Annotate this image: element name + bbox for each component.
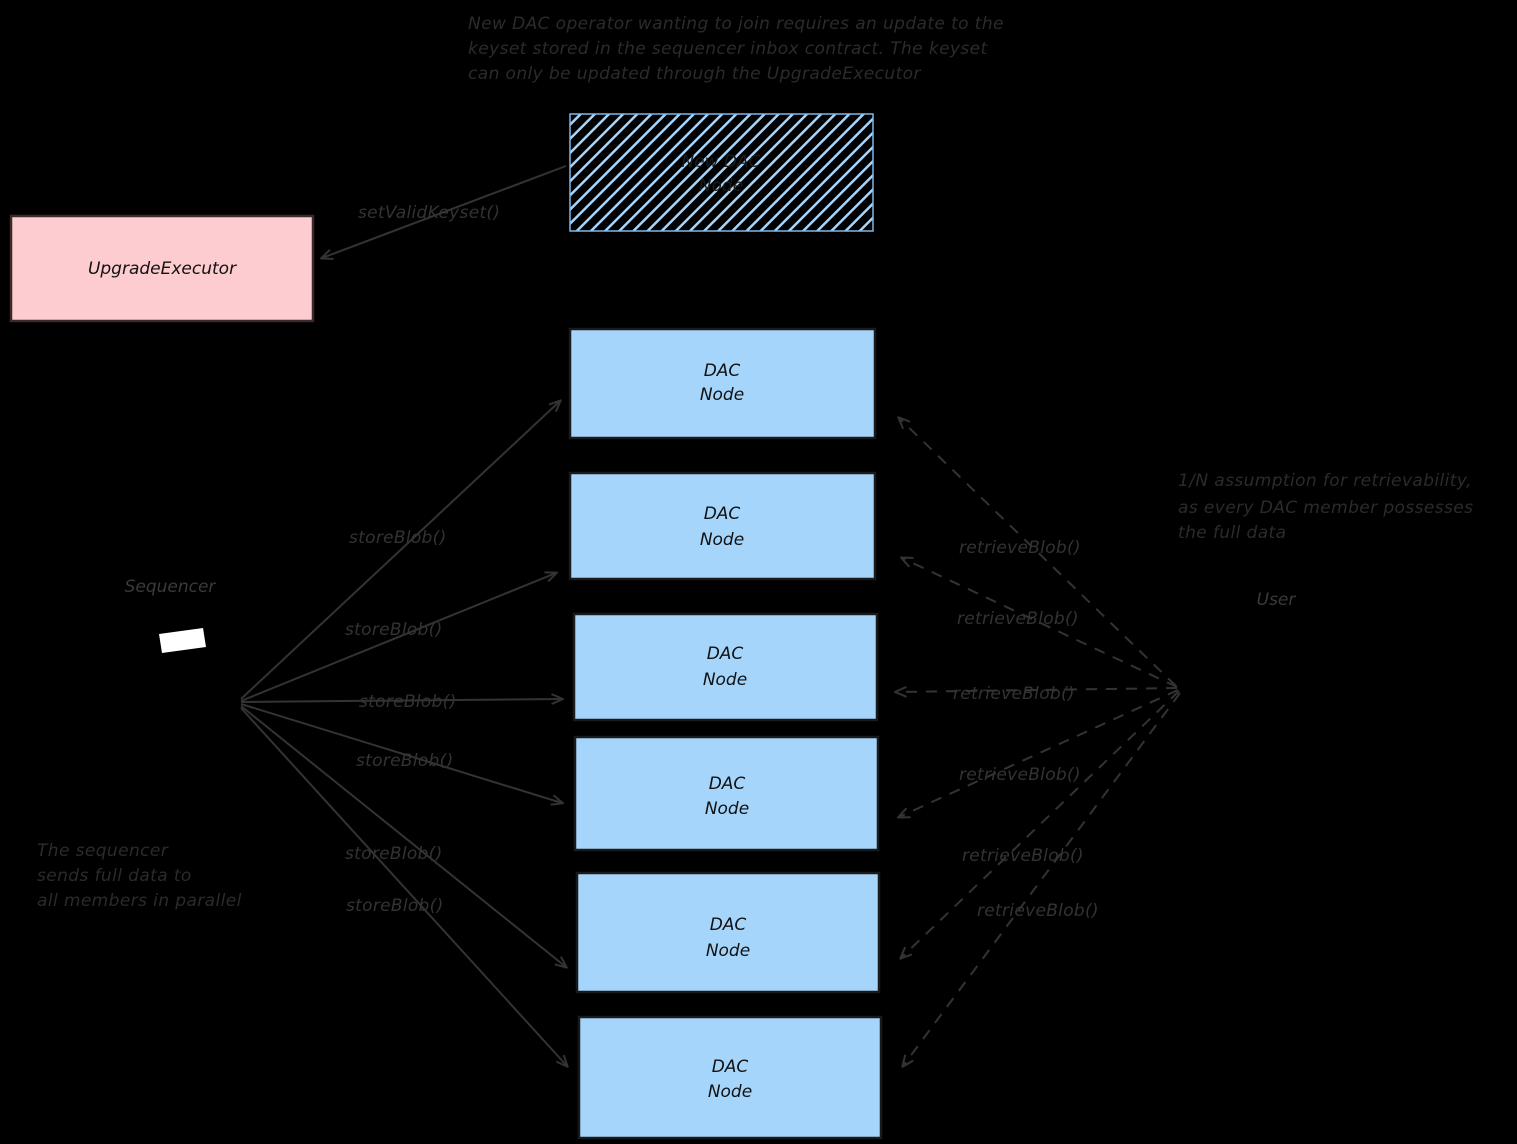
top-note-line-2: keyset stored in the sequencer inbox con… bbox=[468, 39, 989, 59]
edge-retrieve-blob-2: retrieveBlob() bbox=[902, 558, 1178, 688]
new-dac-node-rect bbox=[569, 113, 874, 232]
dac-node-6-rect bbox=[577, 1015, 883, 1140]
dac-node-2-rect bbox=[568, 471, 877, 581]
edge-retrieve-blob-4: retrieveBlob() bbox=[899, 689, 1179, 817]
user-label: User bbox=[1257, 590, 1297, 610]
retrieve-blob-1-line bbox=[899, 418, 1177, 687]
dac-node-4-rect bbox=[573, 735, 880, 852]
edge-store-blob-3: storeBlob() bbox=[240, 692, 562, 712]
set-valid-keyset-label: setValidKeyset() bbox=[358, 203, 500, 223]
retrieve-blob-5-label: retrieveBlob() bbox=[962, 846, 1084, 866]
retrieve-blob-3-line bbox=[896, 688, 1178, 692]
right-note-line-1: 1/N assumption for retrievability, bbox=[1178, 471, 1472, 491]
store-blob-3-label: storeBlob() bbox=[359, 692, 457, 712]
store-blob-1-label: storeBlob() bbox=[349, 528, 447, 548]
dac-node-1-label-line-1: DAC bbox=[704, 361, 741, 381]
edge-store-blob-4: storeBlob() bbox=[240, 703, 562, 803]
store-blob-6-line bbox=[240, 707, 567, 1066]
dac-node-4-label-line-1: DAC bbox=[709, 774, 746, 794]
user-actor[interactable]: User bbox=[1257, 590, 1297, 610]
top-note-line-1: New DAC operator wanting to join require… bbox=[468, 14, 1004, 34]
edge-set-valid-keyset: setValidKeyset() bbox=[322, 165, 567, 258]
sequencer-icon bbox=[159, 628, 206, 653]
dac-node-3-rect bbox=[572, 612, 879, 722]
store-blob-2-line bbox=[240, 573, 556, 702]
dac-node-5-label-line-1: DAC bbox=[710, 915, 747, 935]
retrieve-blob-2-line bbox=[902, 558, 1178, 688]
edge-retrieve-blob-1: retrieveBlob() bbox=[899, 418, 1177, 687]
dac-node-5-label-line-2: Node bbox=[706, 941, 750, 961]
dac-node-5[interactable]: DAC Node bbox=[575, 871, 881, 994]
upgrade-executor-rect bbox=[9, 214, 315, 323]
top-note: New DAC operator wanting to join require… bbox=[468, 14, 1004, 84]
dac-node-4[interactable]: DAC Node bbox=[573, 735, 880, 852]
edge-store-blob-1: storeBlob() bbox=[240, 401, 560, 700]
left-note-line-1: The sequencer bbox=[37, 841, 169, 861]
dac-node-2[interactable]: DAC Node bbox=[568, 471, 877, 581]
store-blob-6-label: storeBlob() bbox=[346, 896, 444, 916]
dac-node-6[interactable]: DAC Node bbox=[577, 1015, 883, 1140]
retrieve-blob-4-label: retrieveBlob() bbox=[959, 765, 1081, 785]
dac-node-6-label-line-1: DAC bbox=[712, 1057, 749, 1077]
retrieve-blob-1-label: retrieveBlob() bbox=[959, 538, 1081, 558]
right-note: 1/N assumption for retrievability, as ev… bbox=[1178, 471, 1473, 543]
dac-node-1-label-line-2: Node bbox=[700, 385, 744, 405]
dac-node-2-label-line-2: Node bbox=[700, 530, 744, 550]
edge-retrieve-blob-3: retrieveBlob() bbox=[896, 684, 1178, 704]
edge-retrieve-blob-5: retrieveBlob() bbox=[901, 690, 1180, 958]
new-dac-node-label-line-1: New DAC bbox=[681, 152, 760, 172]
dac-node-6-label-line-2: Node bbox=[708, 1082, 752, 1102]
retrieve-blob-6-label: retrieveBlob() bbox=[977, 901, 1099, 921]
edge-store-blob-6: storeBlob() bbox=[240, 707, 567, 1066]
new-dac-node-label-line-2: Node bbox=[699, 176, 743, 196]
sequencer-label: Sequencer bbox=[125, 577, 217, 597]
store-blob-4-label: storeBlob() bbox=[356, 751, 454, 771]
retrieve-blob-3-label: retrieveBlob() bbox=[953, 684, 1075, 704]
upgrade-executor-label: UpgradeExecutor bbox=[88, 259, 237, 279]
dac-node-1-rect bbox=[568, 327, 877, 440]
right-note-line-2: as every DAC member possesses bbox=[1178, 498, 1473, 518]
store-blob-5-line bbox=[240, 705, 566, 967]
store-blob-4-line bbox=[240, 703, 562, 803]
top-note-line-3: can only be updated through the UpgradeE… bbox=[468, 64, 921, 84]
new-dac-node-box[interactable]: New DAC Node bbox=[569, 113, 874, 232]
store-blob-2-label: storeBlob() bbox=[345, 620, 443, 640]
left-note-line-2: sends full data to bbox=[37, 866, 192, 886]
dac-node-2-label-line-1: DAC bbox=[704, 504, 741, 524]
retrieve-blob-5-line bbox=[901, 690, 1180, 958]
upgrade-executor-box[interactable]: UpgradeExecutor bbox=[9, 214, 315, 323]
edge-store-blob-2: storeBlob() bbox=[240, 573, 556, 702]
store-blob-3-line bbox=[240, 699, 562, 702]
dac-node-3[interactable]: DAC Node bbox=[572, 612, 879, 722]
dac-node-5-rect bbox=[575, 871, 881, 994]
retrieve-blob-6-line bbox=[903, 692, 1181, 1066]
store-blob-1-line bbox=[240, 401, 560, 700]
edge-retrieve-blob-6: retrieveBlob() bbox=[903, 692, 1181, 1066]
retrieve-blob-2-label: retrieveBlob() bbox=[957, 609, 1079, 629]
dac-node-3-label-line-2: Node bbox=[703, 670, 747, 690]
sequencer-actor[interactable]: Sequencer bbox=[125, 577, 217, 653]
dac-node-1[interactable]: DAC Node bbox=[568, 327, 877, 440]
dac-node-3-label-line-1: DAC bbox=[707, 644, 744, 664]
dac-node-4-label-line-2: Node bbox=[705, 799, 749, 819]
store-blob-5-label: storeBlob() bbox=[345, 844, 443, 864]
set-valid-keyset-line bbox=[322, 165, 567, 258]
right-note-line-3: the full data bbox=[1178, 523, 1286, 543]
left-note: The sequencer sends full data to all mem… bbox=[37, 841, 242, 911]
left-note-line-3: all members in parallel bbox=[37, 891, 242, 911]
